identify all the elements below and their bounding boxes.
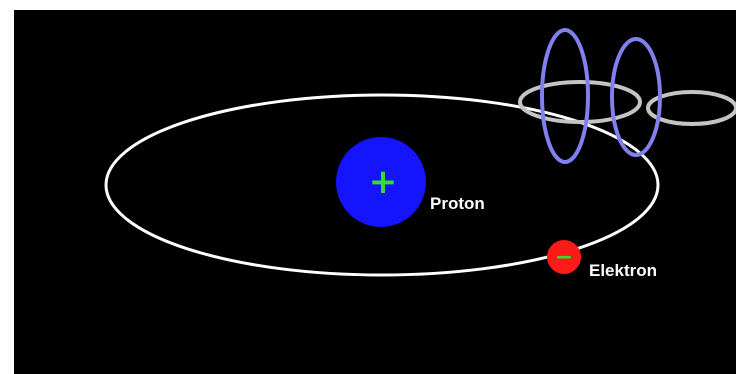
atom-diagram: + Proton − Elektron [14, 10, 736, 374]
electron-label: Elektron [589, 261, 657, 280]
electron-orbit [104, 93, 660, 277]
proton [336, 137, 426, 227]
electron [547, 240, 581, 274]
field-loop-vertical-1 [540, 28, 590, 164]
field-loop-horizontal-2 [646, 90, 736, 126]
proton-sign: + [369, 162, 398, 202]
field-loop-vertical-2 [610, 37, 662, 157]
proton-label: Proton [430, 194, 485, 213]
electron-sign: − [555, 245, 573, 270]
field-loop-horizontal-1 [518, 80, 642, 124]
atom-diagram-svg: + Proton − Elektron [104, 28, 736, 280]
